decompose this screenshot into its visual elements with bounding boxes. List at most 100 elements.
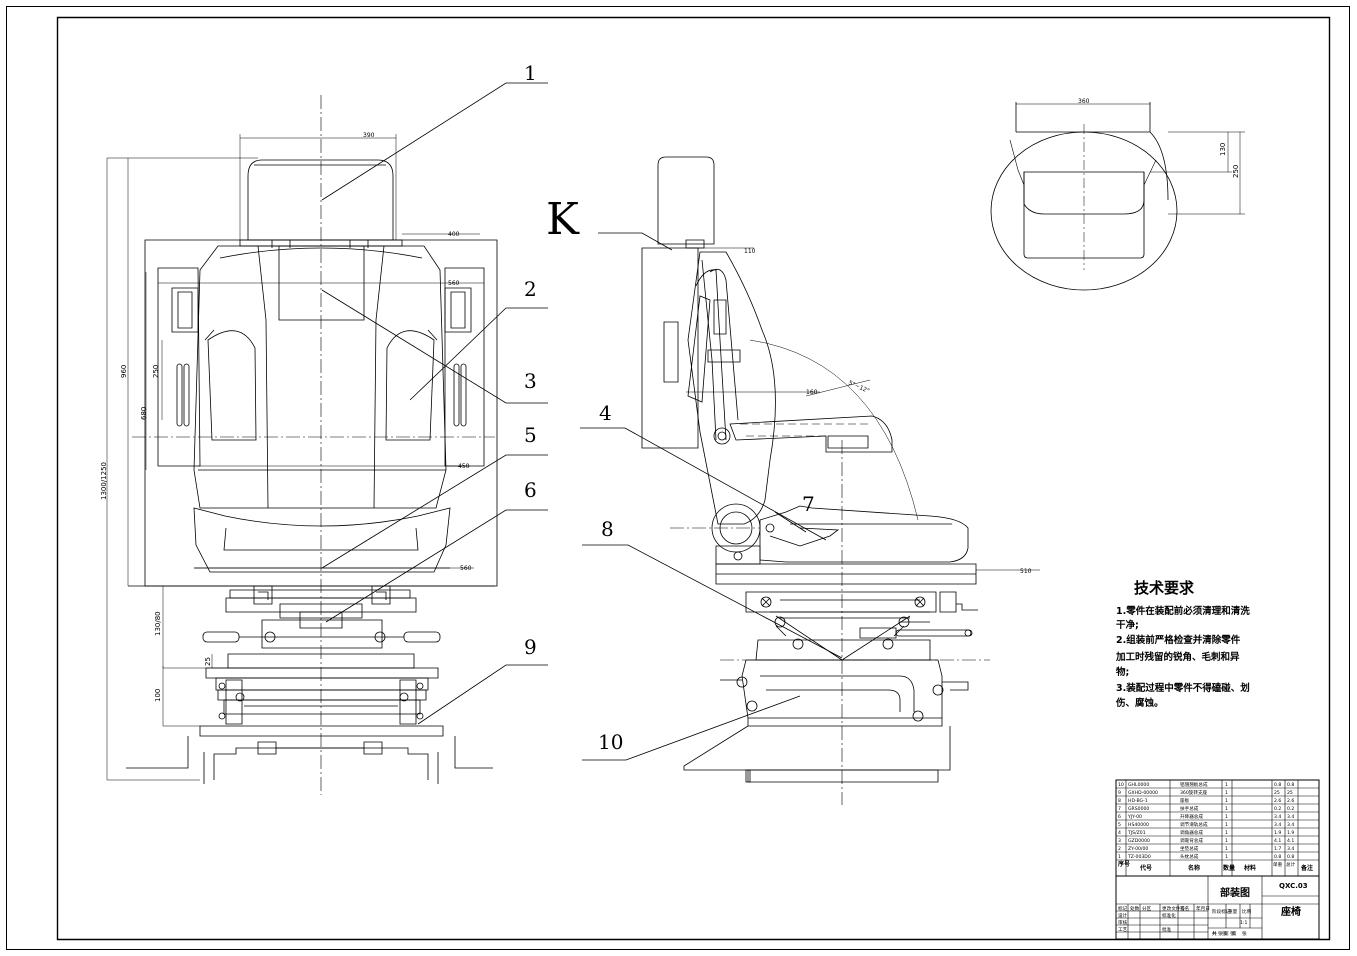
parts-cell-name: 360旋转支座 (1180, 789, 1208, 796)
dim-560-bottom: 560 (460, 565, 472, 572)
parts-cell-qty: 1 (1225, 782, 1228, 788)
sheet-border (7, 7, 1350, 950)
technical-requirements: 技术要求 1.零件在装配前必须清理和清洗 干净; 2.组装前严格检查并清除零件 … (1115, 579, 1250, 709)
callout-4: 4 (599, 401, 612, 425)
tech-req-title: 技术要求 (1134, 579, 1195, 597)
parts-cell-qty: 1 (1225, 822, 1228, 828)
title-block-label: 阶段标记 (1212, 908, 1231, 915)
parts-cell-w2: 25 (1287, 790, 1293, 796)
parts-cell-name: 调节滑轨总成 (1180, 821, 1208, 828)
parts-cell-no: 6 (1118, 814, 1121, 820)
parts-cell-qty: 1 (1225, 846, 1228, 852)
drawing-type: 部装图 (1220, 886, 1250, 899)
title-block-label: 签名 (1180, 905, 1189, 912)
parts-cell-w2: 3.4 (1287, 846, 1294, 852)
parts-cell-w1: 25 (1274, 790, 1280, 796)
parts-cell-qty: 1 (1225, 854, 1228, 860)
callout-5: 5 (524, 423, 537, 447)
parts-cell-code: TJS/Z01 (1127, 830, 1146, 836)
callout-7: 7 (802, 492, 815, 516)
parts-cell-code: HS40000 (1128, 822, 1149, 828)
view-label-k: K (546, 194, 580, 245)
dim-160: 160 (806, 389, 818, 396)
title-block-label: 年月日 (1196, 905, 1210, 912)
parts-cell-w1: 3.4 (1274, 822, 1281, 828)
tech-req-line-7: 伤、腐蚀。 (1115, 697, 1164, 709)
parts-cell-no: 1 (1118, 854, 1121, 860)
dim-1300-1250: 1300/1250 (100, 462, 108, 500)
parts-cell-w2: 0.2 (1287, 806, 1294, 812)
dim-100: 100 (154, 689, 162, 702)
front-slots-right (454, 364, 466, 426)
dim-25: 25 (204, 657, 212, 666)
parts-cell-name: 调角器总成 (1180, 829, 1203, 836)
title-block-label: 工艺 (1118, 927, 1128, 933)
parts-cell-no: 8 (1118, 798, 1121, 804)
dim-390: 390 (363, 132, 375, 139)
parts-cell-w1: 1.7 (1274, 846, 1281, 852)
hdr-code: 代号 (1139, 864, 1152, 872)
title-block-label: 标准化 (1162, 912, 1176, 919)
drawing-number: QXC.03 (1279, 882, 1308, 890)
parts-cell-qty: 1 (1225, 806, 1228, 812)
dim-angle: 5°~12° (847, 379, 870, 395)
title-block-label: 审核 (1118, 919, 1128, 926)
callout-6: 6 (524, 478, 537, 502)
detail-view (991, 102, 1245, 290)
sheet-value: 共 张 第 张 (1212, 930, 1235, 937)
part-name: 座椅 (1280, 905, 1301, 918)
title-block-label: 张 (1222, 930, 1227, 937)
dim-250: 250 (152, 365, 160, 378)
title-block-label: 批准 (1162, 926, 1172, 933)
parts-cell-w2: 3.4 (1287, 822, 1294, 828)
parts-cell-w2: 0.8 (1287, 854, 1294, 860)
title-block: 部装图 QXC.03 座椅 标记处数分区更改文件号签名年月日设计标准化审核工艺批… (1116, 876, 1319, 939)
tech-req-line-3: 2.组装前严格检查并清除零件 (1116, 634, 1241, 646)
parts-cell-no: 7 (1118, 806, 1121, 812)
parts-cell-qty: 1 (1225, 838, 1228, 844)
title-block-label: 标记 (1118, 905, 1128, 912)
parts-cell-code: HD-BG-1 (1128, 798, 1148, 804)
tech-req-line-1: 1.零件在装配前必须清理和清洗 (1116, 605, 1250, 617)
callout-2: 2 (524, 277, 537, 301)
parts-cell-name: 铝翘翘板总成 (1180, 781, 1208, 788)
parts-cell-code: YJY-00 (1127, 814, 1142, 820)
dim-680: 680 (140, 407, 148, 420)
parts-cell-w2: 4.1 (1287, 838, 1294, 844)
parts-cell-qty: 1 (1225, 798, 1228, 804)
callout-10: 10 (598, 730, 623, 754)
parts-cell-w1: 0.8 (1274, 854, 1281, 860)
parts-cell-w2: 2.6 (1287, 798, 1294, 804)
hdr-no: 序号 (1117, 860, 1130, 868)
dim-510: 510 (1020, 568, 1032, 575)
hdr-name: 名称 (1188, 864, 1200, 872)
dim-360: 360 (1078, 98, 1090, 105)
parts-cell-no: 2 (1118, 846, 1121, 852)
parts-cell-code: GZD0000 (1128, 838, 1150, 844)
parts-cell-no: 4 (1118, 830, 1121, 836)
dim-960: 960 (120, 365, 128, 378)
parts-cell-w1: 0.2 (1274, 806, 1281, 812)
callout-3: 3 (524, 369, 537, 393)
parts-cell-w1: 4.1 (1274, 838, 1281, 844)
title-block-label: 张 (1242, 930, 1247, 937)
hdr-note: 备注 (1300, 864, 1313, 872)
callout-8: 8 (601, 517, 614, 541)
parts-cell-qty: 1 (1225, 790, 1228, 796)
title-block-label: 比例 (1242, 908, 1252, 915)
callout-9: 9 (524, 635, 537, 659)
parts-cell-code: GXHD-00000 (1128, 790, 1158, 796)
parts-cell-name: 扶手总成 (1180, 805, 1199, 812)
parts-cell-name: 坐垫总成 (1180, 845, 1199, 852)
front-slots-left (177, 364, 189, 426)
parts-cell-no: 9 (1118, 790, 1121, 796)
title-block-label: 更改文件号 (1162, 905, 1185, 912)
parts-cell-qty: 1 (1225, 814, 1228, 820)
tech-req-line-4: 加工时残留的锐角、毛刺和异 (1115, 651, 1240, 663)
parts-cell-name: 头枕总成 (1180, 853, 1199, 860)
dim-110: 110 (744, 248, 756, 255)
leader-lines (322, 83, 842, 760)
parts-cell-qty: 1 (1225, 830, 1228, 836)
parts-cell-code: ZY-00/00 (1128, 846, 1148, 852)
